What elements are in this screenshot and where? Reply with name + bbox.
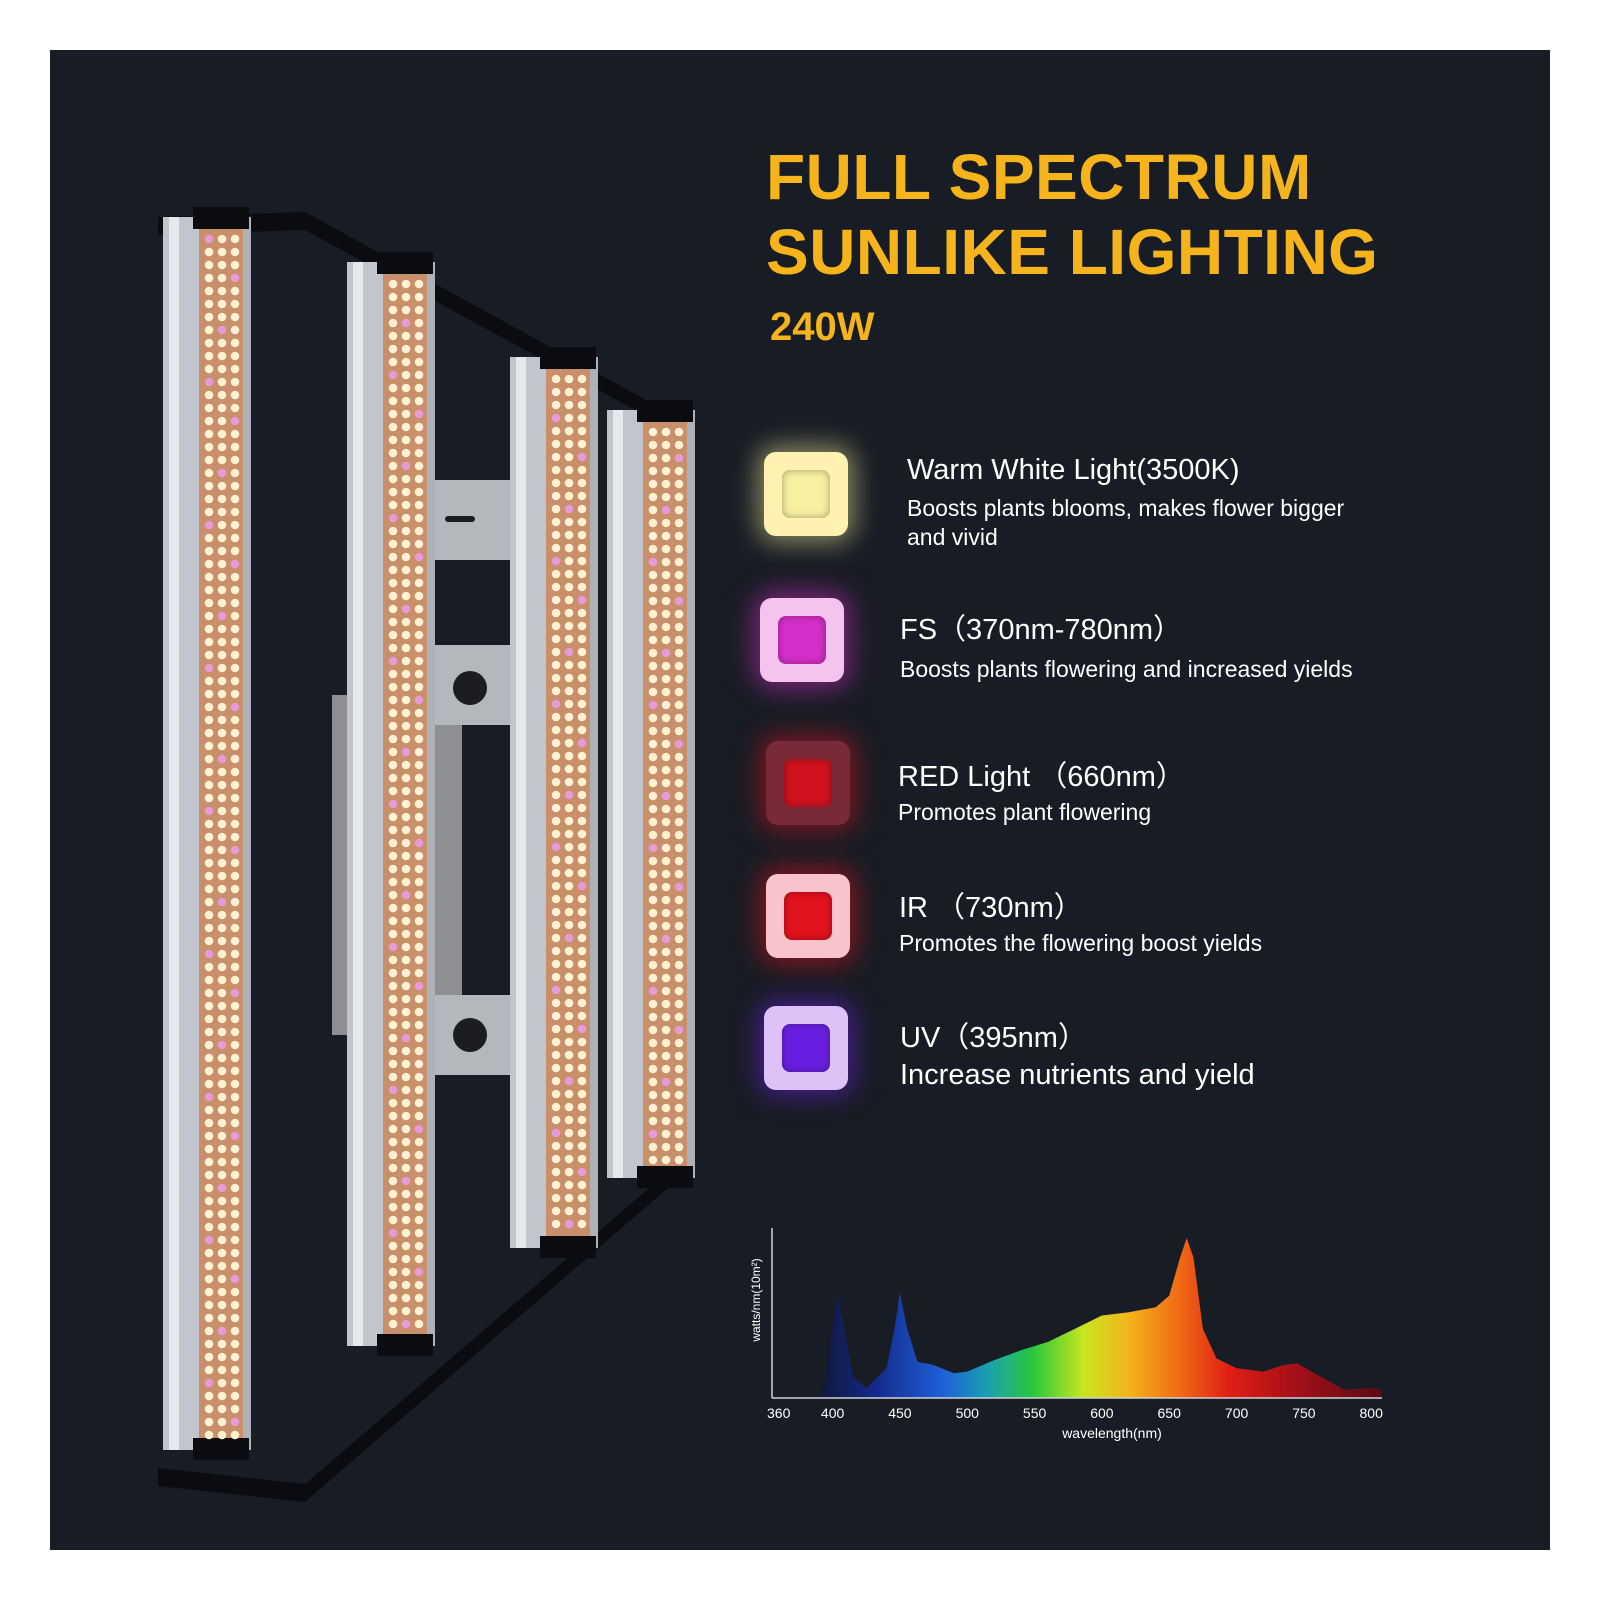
x-tick-label: 500 <box>956 1405 980 1421</box>
full-spectrum-led-chip-icon <box>760 598 844 682</box>
x-tick-label: 700 <box>1225 1405 1249 1421</box>
feature-ir-light: IR （730nm） Promotes the flowering boost … <box>762 868 1522 978</box>
x-tick-label: 450 <box>888 1405 912 1421</box>
led-bar <box>163 207 251 1460</box>
feature-description: Boosts plants flowering and increased yi… <box>900 656 1353 682</box>
led-bar <box>347 252 435 1356</box>
led-bar <box>607 400 695 1188</box>
product-panel: FULL SPECTRUM SUNLIKE LIGHTING 240W Warm… <box>50 50 1550 1550</box>
y-axis-label: watts/nm(10m²) <box>749 1258 763 1342</box>
feature-name: IR （730nm） <box>899 892 1083 924</box>
title-line-2: SUNLIKE LIGHTING <box>766 216 1379 288</box>
warm-white-led-chip-icon <box>764 452 848 536</box>
x-axis-label: wavelength(nm) <box>1061 1425 1162 1441</box>
feature-full-spectrum: FS（370nm-780nm） Boosts plants flowering … <box>760 590 1522 700</box>
feature-name: Warm White Light(3500K) <box>907 454 1240 486</box>
title-line-1: FULL SPECTRUM <box>766 141 1312 213</box>
x-tick-label: 550 <box>1023 1405 1047 1421</box>
feature-red-light: RED Light （660nm） Promotes plant floweri… <box>762 735 1522 845</box>
feature-description-cont: and vivid <box>907 524 998 550</box>
feature-description: Promotes plant flowering <box>898 799 1152 825</box>
feature-warm-white: Warm White Light(3500K) Boosts plants bl… <box>762 442 1522 552</box>
x-tick-label: 360 <box>767 1405 791 1421</box>
feature-description: Promotes the flowering boost yields <box>899 930 1263 956</box>
feature-description: Boosts plants blooms, makes flower bigge… <box>907 495 1345 521</box>
x-tick-label: 650 <box>1158 1405 1182 1421</box>
knob-icon <box>453 1018 487 1052</box>
feature-name: UV（395nm） <box>900 1022 1087 1054</box>
x-tick-label: 400 <box>821 1405 845 1421</box>
x-tick-label: 750 <box>1292 1405 1316 1421</box>
red-led-chip-icon <box>766 741 850 825</box>
spectrum-chart: 360 400 450 500 550 600 650 700 750 800 wavelengt… <box>749 1228 1384 1441</box>
grow-light-fixture <box>158 207 695 1502</box>
knob-icon <box>453 671 487 705</box>
ir-led-chip-icon <box>766 874 850 958</box>
wattage-label: 240W <box>770 305 875 349</box>
spectrum-area <box>819 1238 1382 1398</box>
uv-led-chip-icon <box>764 1006 848 1090</box>
x-tick-label: 600 <box>1090 1405 1114 1421</box>
feature-description: Increase nutrients and yield <box>900 1059 1255 1091</box>
feature-name: RED Light （660nm） <box>898 761 1185 793</box>
bracket-slot <box>445 516 475 522</box>
x-tick-label: 800 <box>1360 1405 1384 1421</box>
feature-name: FS（370nm-780nm） <box>900 614 1183 646</box>
feature-uv-light: UV（395nm） Increase nutrients and yield <box>762 1000 1522 1110</box>
led-bar <box>510 347 598 1258</box>
